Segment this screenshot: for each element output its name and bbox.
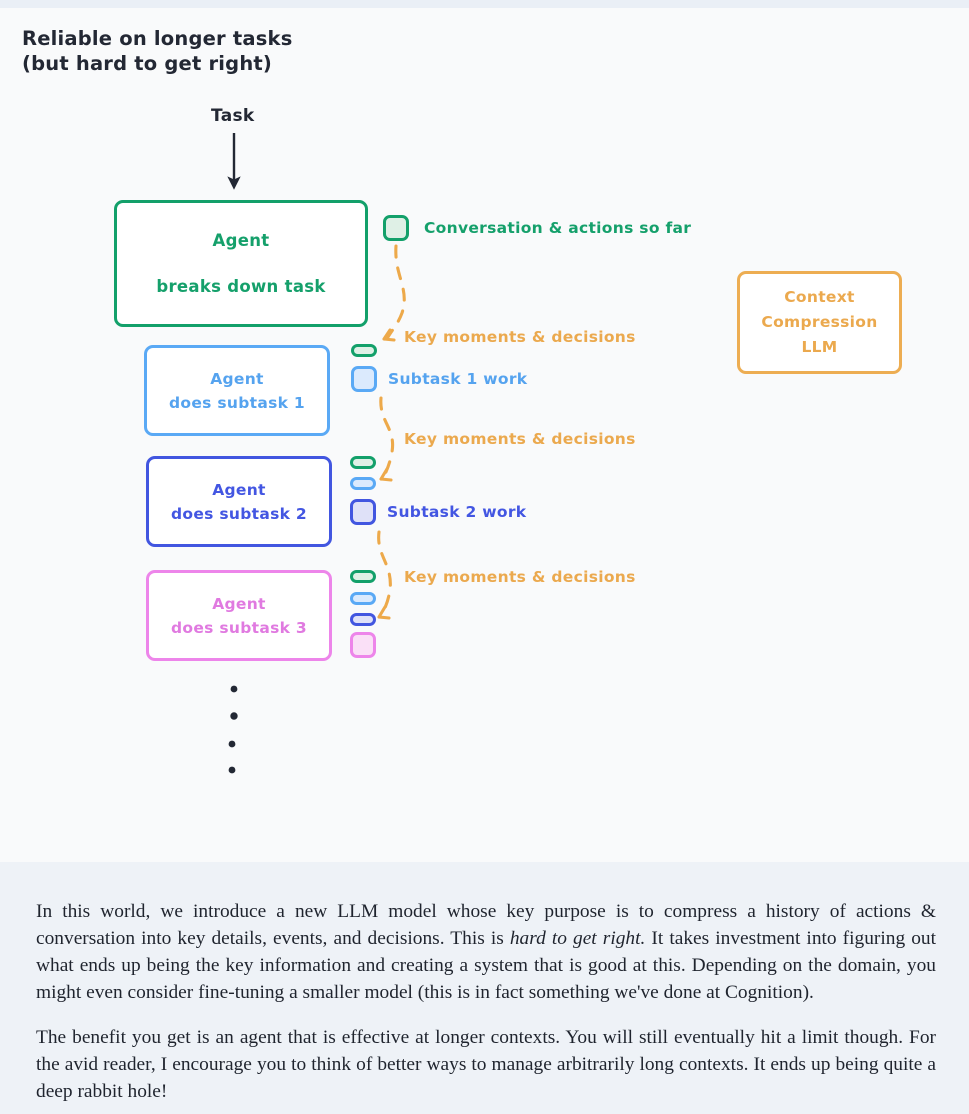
subtask-3-line2: does subtask 3: [170, 618, 308, 637]
task-label: Task: [211, 106, 255, 126]
subtask-3-chip-pink-square: [350, 632, 376, 658]
top-band: [0, 0, 969, 8]
key-moments-label-1: Key moments & decisions: [404, 328, 636, 346]
compressed-chip-blue-pill-1: [350, 477, 376, 490]
paragraph-1-emphasis: hard to get right.: [509, 928, 646, 949]
paragraph-1-part-b: It takes investment into figuring out wh…: [36, 928, 936, 1003]
compressed-chip-blue-pill-2: [350, 592, 376, 605]
agent-subtask-2-box[interactable]: Agent does subtask 2: [146, 456, 332, 547]
ellipsis-dots: [228, 685, 238, 774]
agent-box-line1: Agent: [212, 231, 270, 250]
agent-subtask-1-box[interactable]: Agent does subtask 1: [144, 345, 330, 436]
conversation-label: Conversation & actions so far: [424, 219, 692, 237]
agent-box-line2: breaks down task: [156, 277, 326, 296]
diagram-figure: Reliable on longer tasks (but hard to ge…: [0, 8, 969, 862]
body-text-section: In this world, we introduce a new LLM mo…: [0, 862, 969, 1114]
compressed-chip-indigo-pill-1: [350, 613, 376, 626]
conversation-chip-green-square: [383, 215, 409, 241]
compressed-chip-green-pill-1: [351, 344, 377, 357]
dashed-arrow-1: [382, 244, 406, 342]
agent-breaks-down-task-box[interactable]: Agent breaks down task: [114, 200, 368, 327]
ccl-line3: LLM: [801, 338, 838, 356]
ccl-line2: Compression: [761, 313, 878, 331]
agent-subtask-3-box[interactable]: Agent does subtask 3: [146, 570, 332, 661]
diagram-vector-layer: [227, 133, 406, 774]
subtask-1-line2: does subtask 1: [168, 393, 306, 412]
dashed-arrow-3: [377, 530, 392, 620]
subtask-2-line1: Agent: [212, 480, 266, 499]
paragraph-1: In this world, we introduce a new LLM mo…: [36, 898, 936, 1006]
subtask-3-line1: Agent: [212, 594, 266, 613]
subtask-2-chip-indigo-square: [350, 499, 376, 525]
page-title: Reliable on longer tasks (but hard to ge…: [22, 27, 293, 75]
key-moments-label-3: Key moments & decisions: [404, 568, 636, 586]
ccl-line1: Context: [784, 288, 855, 306]
dashed-arrow-2: [379, 396, 395, 482]
paragraph-1-part-a: In this world, we introduce a new LLM mo…: [36, 901, 936, 949]
paragraph-2: The benefit you get is an agent that is …: [36, 1027, 936, 1102]
compressed-chip-green-pill-2: [350, 456, 376, 469]
context-compression-llm-box[interactable]: Context Compression LLM: [737, 271, 902, 374]
key-moments-label-2: Key moments & decisions: [404, 430, 636, 448]
compressed-chip-green-pill-3: [350, 570, 376, 583]
subtask-1-work-label: Subtask 1 work: [388, 370, 528, 388]
subtask-2-work-label: Subtask 2 work: [387, 503, 527, 521]
subtask-2-line2: does subtask 2: [170, 504, 308, 523]
subtask-1-chip-blue-square: [351, 366, 377, 392]
subtask-1-line1: Agent: [210, 369, 264, 388]
